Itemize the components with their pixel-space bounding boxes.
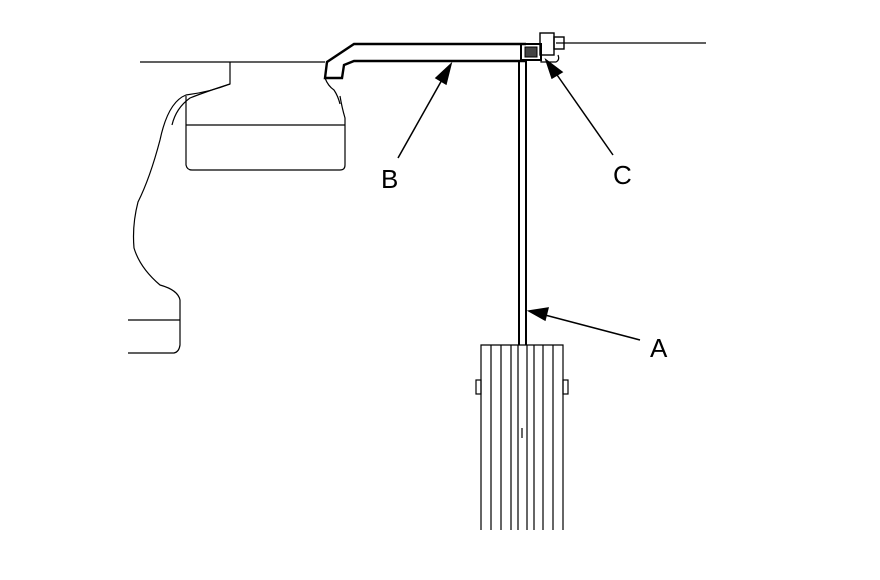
callout-c: C xyxy=(613,160,632,190)
reference-lines xyxy=(140,42,706,63)
left-side-tab xyxy=(475,379,482,395)
clamp-body xyxy=(539,32,555,56)
leader-arrows xyxy=(397,57,641,341)
clamp-c xyxy=(520,32,565,63)
leader-c-line xyxy=(554,71,614,156)
clamp-tab xyxy=(540,54,560,63)
mount-block xyxy=(185,95,346,171)
clamp-retainer xyxy=(520,43,542,61)
lower-component-outline xyxy=(480,344,564,530)
leader-a-arrowhead xyxy=(526,307,550,322)
bracket-arm-b xyxy=(323,42,526,105)
cable-a xyxy=(518,60,527,345)
lower-component xyxy=(475,344,569,530)
leader-a-line xyxy=(544,314,641,341)
callout-a: A xyxy=(650,333,668,363)
body-inner-edge xyxy=(171,83,231,126)
right-side-tab xyxy=(562,379,569,395)
bracket-arm-outline xyxy=(323,42,526,80)
body-contour xyxy=(128,62,231,354)
body-outline xyxy=(128,62,231,354)
leader-c-arrowhead xyxy=(544,57,564,80)
leader-b-line xyxy=(397,77,444,159)
mount-block-outline xyxy=(185,95,346,171)
clamp-grommet xyxy=(524,46,538,58)
callout-b: B xyxy=(381,164,398,194)
leader-b-arrowhead xyxy=(434,61,453,86)
bracket-arm-underside xyxy=(324,77,341,105)
clamp-bolt-head xyxy=(553,36,565,50)
